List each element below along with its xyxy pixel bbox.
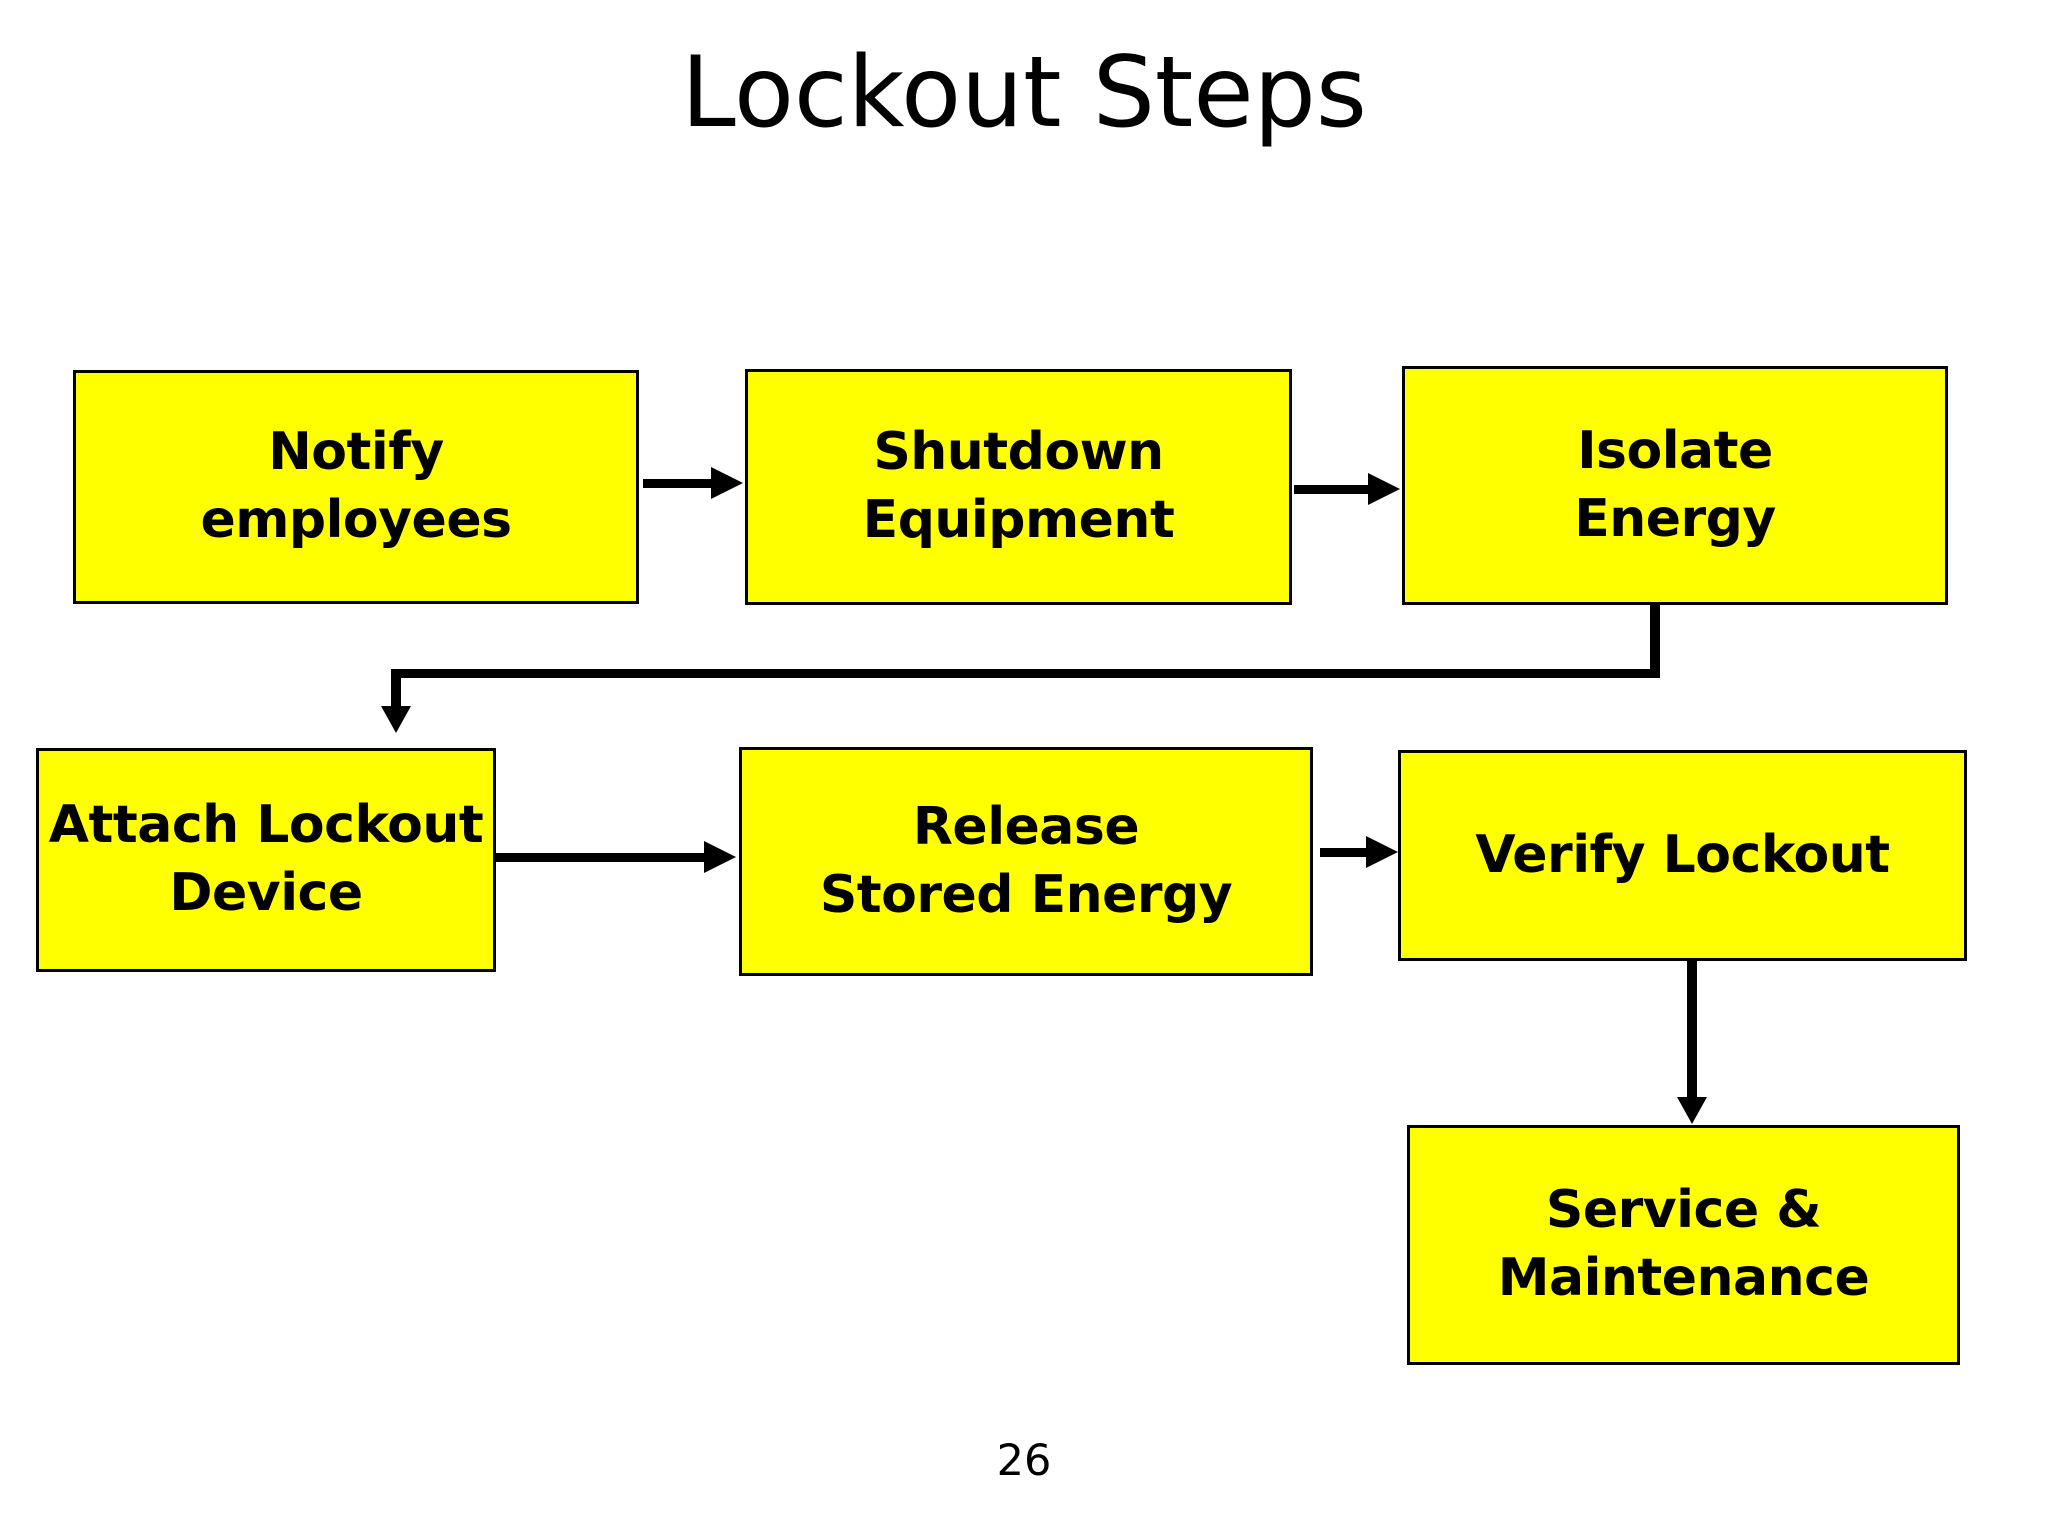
arrowhead-right-icon	[711, 467, 743, 499]
arrow-shaft	[643, 479, 713, 488]
step-box-verify-lockout: Verify Lockout	[1398, 750, 1967, 961]
step-label-verify-lockout: Verify Lockout	[1475, 824, 1890, 885]
page-title: Lockout Steps	[681, 36, 1367, 150]
arrow-shaft	[1294, 485, 1369, 494]
step-label-notify-employees: Notify employees	[200, 422, 512, 550]
arrow-shaft	[496, 853, 705, 862]
arrowhead-right-icon	[704, 841, 736, 873]
arrowhead-right-icon	[1368, 473, 1400, 505]
step-box-isolate-energy: Isolate Energy	[1402, 366, 1948, 605]
connector-drop-segment	[391, 669, 401, 708]
arrow-shaft	[1320, 848, 1368, 857]
page-number: 26	[996, 1436, 1052, 1486]
step-label-attach-lockout-device: Attach Lockout Device	[48, 795, 484, 923]
step-box-shutdown-equipment: Shutdown Equipment	[745, 369, 1292, 605]
step-box-release-stored-energy: Release Stored Energy	[739, 747, 1313, 976]
step-label-service-maintenance: Service & Maintenance	[1497, 1180, 1870, 1308]
step-label-shutdown-equipment: Shutdown Equipment	[862, 422, 1175, 550]
step-label-isolate-energy: Isolate Energy	[1574, 420, 1776, 549]
step-box-notify-employees: Notify employees	[73, 370, 639, 604]
connector-vertical-segment	[1650, 604, 1660, 678]
arrowhead-down-icon	[381, 706, 411, 733]
step-label-release-stored-energy: Release Stored Energy	[819, 796, 1233, 925]
arrowhead-right-icon	[1366, 836, 1398, 868]
step-box-service-maintenance: Service & Maintenance	[1407, 1125, 1960, 1365]
connector-horizontal-segment	[391, 669, 1660, 678]
arrow-shaft	[1687, 961, 1697, 1099]
arrowhead-down-icon	[1677, 1097, 1707, 1124]
step-box-attach-lockout-device: Attach Lockout Device	[36, 748, 496, 972]
